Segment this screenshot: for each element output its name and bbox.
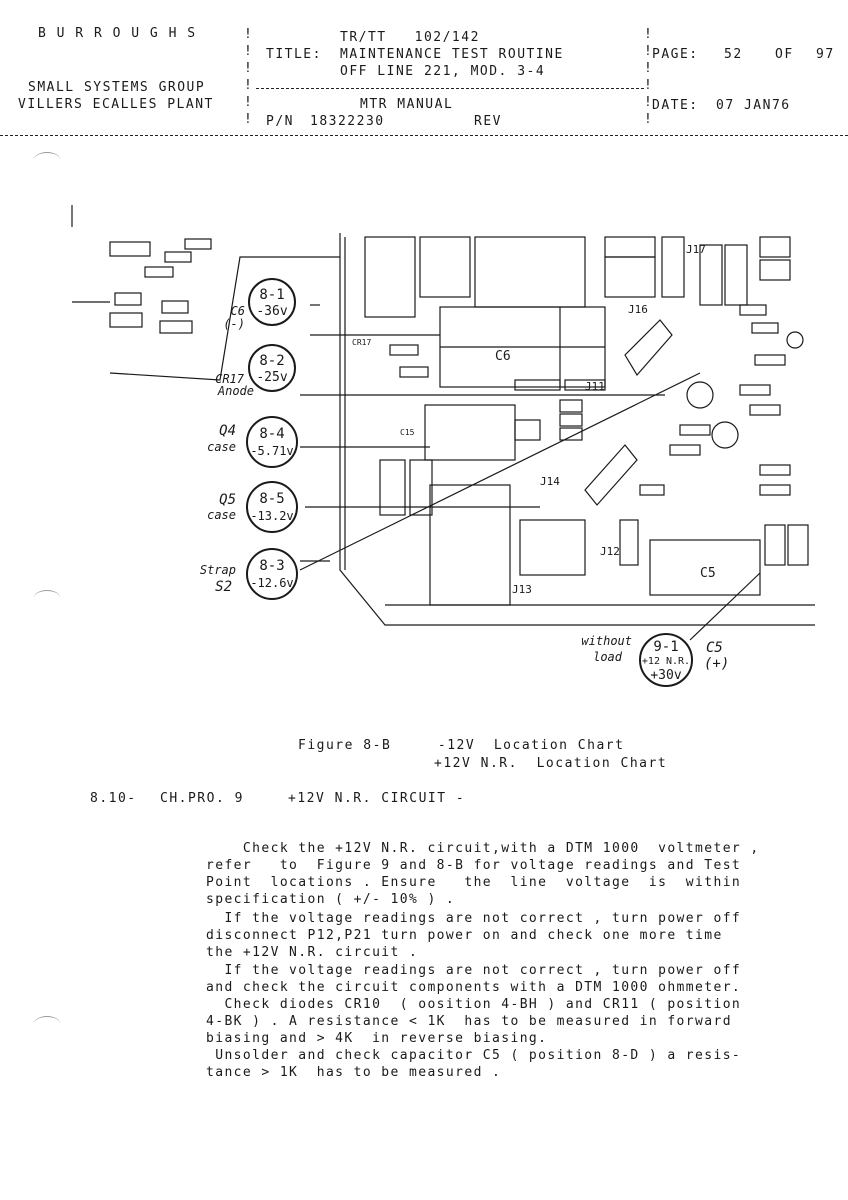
body-line: 4-BK ) . A resistance < 1K has to be mea… bbox=[206, 1014, 732, 1029]
body-line: biasing and > 4K in reverse biasing. bbox=[206, 1031, 548, 1046]
component-label: Strap bbox=[200, 563, 236, 577]
component-sublabel: case bbox=[207, 440, 236, 454]
rev-label: REV bbox=[474, 114, 502, 129]
callout-voltage: -5.71v bbox=[250, 444, 293, 458]
punch-hole bbox=[34, 152, 60, 167]
board-label: C6 bbox=[495, 349, 511, 364]
company-name: B U R R O U G H S bbox=[38, 26, 197, 41]
pn-label: P/N bbox=[266, 114, 294, 129]
section-code: CH.PRO. 9 bbox=[160, 791, 244, 806]
component-label: CR17 bbox=[215, 372, 245, 386]
body-line: disconnect P12,P21 turn power on and che… bbox=[206, 928, 723, 943]
section-number: 8.10- bbox=[90, 791, 137, 806]
body-line: Check the +12V N.R. circuit,with a DTM 1… bbox=[206, 841, 760, 856]
component-sublabel: case bbox=[207, 508, 236, 522]
board-label: J13 bbox=[512, 583, 532, 596]
body-line: specification ( +/- 10% ) . bbox=[206, 892, 456, 907]
callout-voltage: -36v bbox=[256, 304, 287, 319]
component-sublabel: Anode bbox=[217, 384, 254, 398]
section-title: +12V N.R. CIRCUIT - bbox=[288, 791, 466, 806]
callout-id: 8-1 bbox=[259, 287, 284, 303]
manual-name: MTR MANUAL bbox=[360, 97, 454, 112]
date-value: 07 JAN76 bbox=[716, 98, 791, 113]
plant-name: VILLERS ECALLES PLANT bbox=[18, 97, 214, 112]
board-label: J14 bbox=[540, 475, 560, 488]
component-label: Q5 bbox=[219, 492, 236, 508]
component-label: C5 bbox=[706, 640, 723, 656]
component-sublabel: S2 bbox=[215, 579, 232, 595]
body-line: Unsolder and check capacitor C5 ( positi… bbox=[206, 1048, 742, 1063]
body-line: Point locations . Ensure the line voltag… bbox=[206, 875, 742, 890]
page-of: OF bbox=[775, 47, 794, 62]
body-line: and check the circuit components with a … bbox=[206, 980, 742, 995]
callout-voltage: -25v bbox=[256, 370, 287, 385]
body-line: If the voltage readings are not correct … bbox=[206, 963, 742, 978]
header-rule bbox=[0, 135, 848, 136]
title-line-1: MAINTENANCE TEST ROUTINE bbox=[340, 47, 564, 62]
board-label: C15 bbox=[400, 428, 415, 437]
group-name: SMALL SYSTEMS GROUP bbox=[28, 80, 206, 95]
callout-note: +12 N.R. bbox=[642, 656, 690, 667]
body-line: If the voltage readings are not correct … bbox=[206, 911, 742, 926]
body-line: refer to Figure 9 and 8-B for voltage re… bbox=[206, 858, 742, 873]
callout-voltage: +30v bbox=[650, 668, 681, 683]
board-label: J16 bbox=[628, 303, 648, 316]
callout-id: 8-3 bbox=[259, 558, 284, 574]
callout-id: 9-1 bbox=[653, 639, 678, 655]
board-label: J12 bbox=[600, 545, 620, 558]
punch-hole bbox=[34, 590, 60, 605]
component-sublabel: (-) bbox=[223, 317, 245, 331]
title-line-2: OFF LINE 221, MOD. 3-4 bbox=[340, 64, 546, 79]
body-line: tance > 1K has to be measured . bbox=[206, 1065, 502, 1080]
callout-id: 8-5 bbox=[259, 491, 284, 507]
page-label: PAGE: bbox=[652, 47, 699, 62]
board-label: J17 bbox=[686, 243, 706, 256]
punch-hole bbox=[34, 1016, 60, 1031]
doc-reference: TR/TT 102/142 bbox=[340, 30, 480, 45]
component-label: Q4 bbox=[219, 423, 236, 439]
title-label: TITLE: bbox=[266, 47, 322, 62]
body-line: the +12V N.R. circuit . bbox=[206, 945, 419, 960]
body-line: Check diodes CR10 ( oosition 4-BH ) and … bbox=[206, 997, 742, 1012]
board-label: CR17 bbox=[352, 338, 371, 347]
location-chart-figure: 8-1 -36v 8-2 -25v 8-4 -5.71v 8-5 -13.2v … bbox=[71, 205, 815, 687]
header-inner-rule bbox=[256, 88, 644, 89]
component-sublabel: (+) bbox=[704, 656, 729, 672]
board-label: J11 bbox=[585, 380, 605, 393]
callout-id: 8-2 bbox=[259, 353, 284, 369]
callout-voltage: -13.2v bbox=[250, 509, 293, 523]
header-divider-left: !!!!!! bbox=[244, 27, 252, 127]
pn-value: 18322230 bbox=[310, 114, 385, 129]
bottom-callout-pre: without bbox=[581, 634, 632, 648]
figure-caption-line-1: Figure 8-B -12V Location Chart bbox=[298, 738, 625, 753]
page-total: 97 bbox=[816, 47, 835, 62]
bottom-callout-pre: load bbox=[593, 650, 623, 664]
callout-id: 8-4 bbox=[259, 426, 284, 442]
date-label: DATE: bbox=[652, 98, 699, 113]
callout-voltage: -12.6v bbox=[250, 576, 293, 590]
component-label: C6 bbox=[231, 304, 245, 318]
page-number: 52 bbox=[724, 47, 743, 62]
figure-caption-line-2: +12V N.R. Location Chart bbox=[434, 756, 668, 771]
header-divider-right: !!!!!! bbox=[644, 27, 652, 127]
board-label: C5 bbox=[700, 566, 716, 581]
